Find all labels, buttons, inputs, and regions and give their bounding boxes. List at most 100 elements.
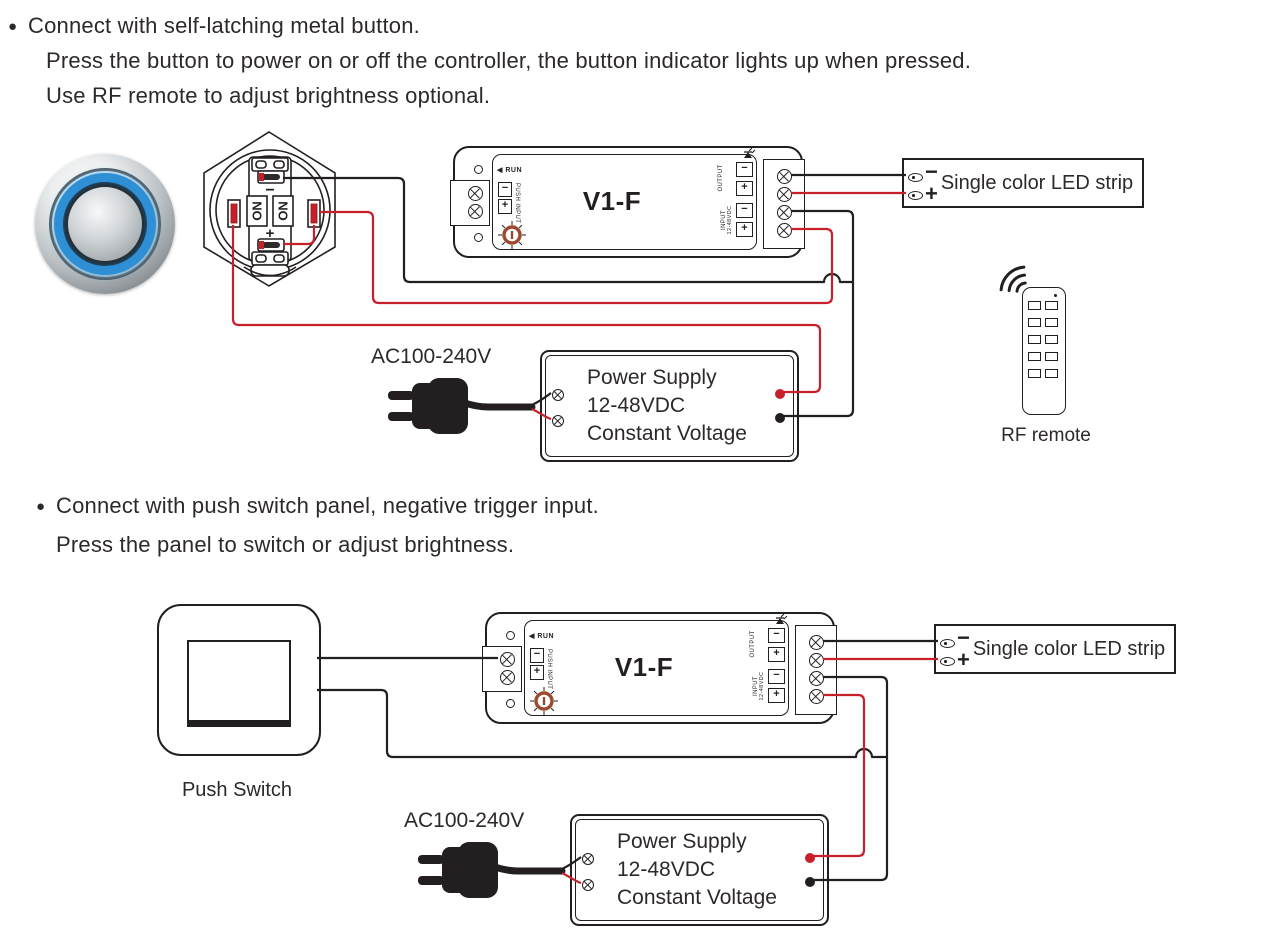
button-cap-slot [255,254,267,263]
ac-plug-bottom [418,842,498,898]
button-cap-slot [273,160,285,169]
push-input-terminal-block [482,646,522,692]
remote-button [1045,335,1058,344]
output-label: OUTPUT [718,164,724,192]
input-voltage-label: 12-48VDC [759,671,765,701]
section2-bullet: ● [36,498,46,515]
button-bezel [49,168,161,280]
screw-terminal [808,670,824,686]
vplus-terminal-dot [775,389,785,399]
output-minus-terminal: − [736,162,753,177]
section1-note: Use RF remote to adjust brightness optio… [46,83,491,108]
psu-type: Constant Voltage [617,886,777,909]
push-plus-terminal: + [498,199,512,214]
output-plus-terminal: + [768,647,785,662]
output-input-terminal-block [795,625,837,715]
psu-type: Constant Voltage [587,422,747,445]
remote-button [1045,301,1058,310]
wire-button-plus-jumper [283,225,316,246]
led-diode-icon [776,613,788,624]
input-minus-terminal: − [736,203,753,218]
button-cap-slot [273,254,285,263]
screw-terminal [499,669,515,685]
solder-pad-minus [908,172,923,182]
remote-button [1045,318,1058,327]
output-plus-terminal: + [736,181,753,196]
solder-pad-minus [940,638,955,648]
strip-minus-label: − [925,159,938,184]
terminal-slot [262,174,280,180]
button-top-cap [251,157,289,172]
strip-plus-label: + [957,647,970,672]
remote-button [1045,352,1058,361]
model-label: V1-F [614,652,674,682]
button-plus-label: + [266,225,275,242]
led-strip-bottom: − + Single color LED strip [934,624,1176,674]
push-plus-terminal: + [530,665,544,680]
section1-bullet: ● [8,18,18,35]
dimming-dial [498,221,526,249]
no-contact-right [272,195,294,227]
solder-pad-plus [908,190,923,200]
ac-screw-terminal [552,415,564,427]
run-indicator-label: ◀ RUN [497,167,522,174]
side-pin-right [307,199,321,228]
rf-remote-label: RF remote [1001,425,1091,446]
button-minus-label: − [265,182,274,199]
led-strip-label: Single color LED strip [940,171,1134,194]
psu-name: Power Supply [587,366,717,389]
controller-v1f-top: ◀ RUN − + PUSH INPUT V1-F OUTPUT − + INP… [450,146,805,258]
remote-button [1045,369,1058,378]
wire-crimp [259,173,264,181]
remote-button [1028,369,1041,378]
push-input-label: PUSH INPUT [546,649,552,690]
remote-button [1028,318,1041,327]
screw-terminal [808,652,824,668]
push-switch-label: Push Switch [181,779,293,801]
mounting-hole [505,630,515,640]
push-input-label: PUSH INPUT [514,183,520,224]
screw-terminal [776,204,792,220]
screw-terminal [499,651,515,667]
mounting-hole [473,164,483,174]
button-no-left-label: NO [250,201,265,221]
power-supply-top: Power Supply 12-48VDC Constant Voltage [540,350,799,462]
button-outer-ring [209,149,331,271]
screw-terminal [467,185,483,201]
rf-remote [1022,287,1066,415]
button-core [248,156,292,262]
remote-button [1028,301,1041,310]
button-bottom-piece [250,264,290,277]
screw-terminal [808,688,824,704]
side-pin-left-contact [230,203,238,224]
strip-minus-label: − [957,625,970,650]
ac-screw-terminal [582,853,594,865]
button-no-right-label: NO [276,201,291,221]
rf-signal-icon [999,265,1027,293]
push-minus-terminal: − [498,182,512,197]
screw-terminal [467,203,483,219]
side-pin-right-contact [310,203,318,224]
metal-button-photo [35,154,175,294]
psu-voltage: 12-48VDC [587,394,686,417]
button-plus-terminal [257,238,285,252]
section1-title: Connect with self-latching metal button. [28,13,420,38]
side-pin-left [227,199,241,228]
section1-desc: Press the button to power on or off the … [46,48,972,73]
output-input-terminal-block [763,159,805,249]
ac-cord-top [458,398,536,411]
input-plus-terminal: + [736,222,753,237]
push-switch-panel [157,604,321,756]
section2-desc: Press the panel to switch or adjust brig… [56,532,515,557]
no-contact-left [246,195,268,227]
push-minus-terminal: − [530,648,544,663]
terminal-slot [262,242,280,248]
output-label: OUTPUT [750,630,756,658]
button-inner-ring [215,155,325,265]
model-label: V1-F [582,186,642,216]
latching-button-schematic [203,131,336,287]
button-bottom-arc [243,266,297,277]
power-supply-text: Power Supply 12-48VDC Constant Voltage [587,364,747,448]
ac-screw-terminal [552,389,564,401]
button-cap-slot [255,160,267,169]
